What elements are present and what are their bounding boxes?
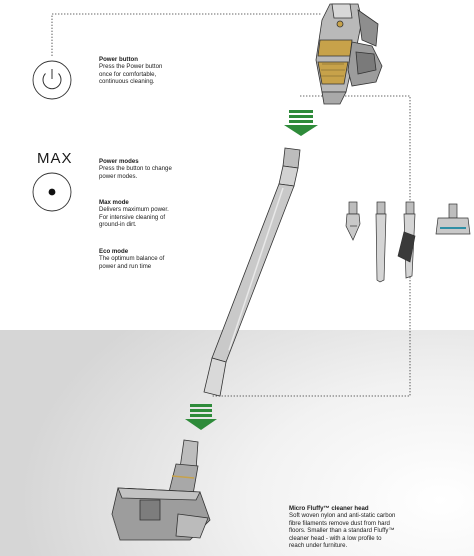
- floor-shadow-background: [0, 330, 474, 556]
- power-modes-body: Press the button to change power modes.: [99, 165, 172, 180]
- brush-crevice-tool-icon: [397, 201, 416, 279]
- vacuum-main-body: [315, 3, 383, 105]
- power-modes-title: Power modes: [99, 158, 139, 165]
- eco-mode-title: Eco mode: [99, 248, 129, 255]
- green-arrow-bottom: [185, 404, 217, 430]
- accessory-tools: [345, 201, 471, 283]
- max-badge-label: MAX: [37, 150, 73, 167]
- power-modes-description: Power modes Press the button to change p…: [99, 158, 209, 180]
- crevice-tool-icon: [375, 201, 387, 283]
- mini-motorised-tool-icon: [435, 203, 471, 235]
- cleaner-head-description: Micro Fluffy™ cleaner head Soft woven ny…: [289, 505, 469, 549]
- max-mode-body: Delivers maximum power. For intensive cl…: [99, 206, 169, 229]
- power-button-icon: [32, 60, 72, 100]
- vacuum-wand: [203, 147, 301, 397]
- eco-mode-body: The optimum balance of power and run tim…: [99, 255, 165, 270]
- dotted-connectors: [51, 13, 411, 397]
- green-arrow-top: [284, 110, 318, 136]
- power-button-body: Press the Power button once for comforta…: [99, 63, 163, 86]
- power-button-description: Power button Press the Power button once…: [99, 56, 209, 86]
- eco-mode-description: Eco mode The optimum balance of power an…: [99, 248, 209, 270]
- cleaner-head-title: Micro Fluffy™ cleaner head: [289, 505, 369, 512]
- combination-tool-icon: [345, 201, 361, 241]
- cleaner-head: [111, 439, 211, 541]
- cleaner-head-body: Soft woven nylon and anti-static carbon …: [289, 512, 396, 550]
- max-mode-description: Max mode Delivers maximum power. For int…: [99, 199, 209, 229]
- max-mode-title: Max mode: [99, 199, 129, 206]
- mode-button-icon: [32, 172, 72, 212]
- power-button-title: Power button: [99, 56, 138, 63]
